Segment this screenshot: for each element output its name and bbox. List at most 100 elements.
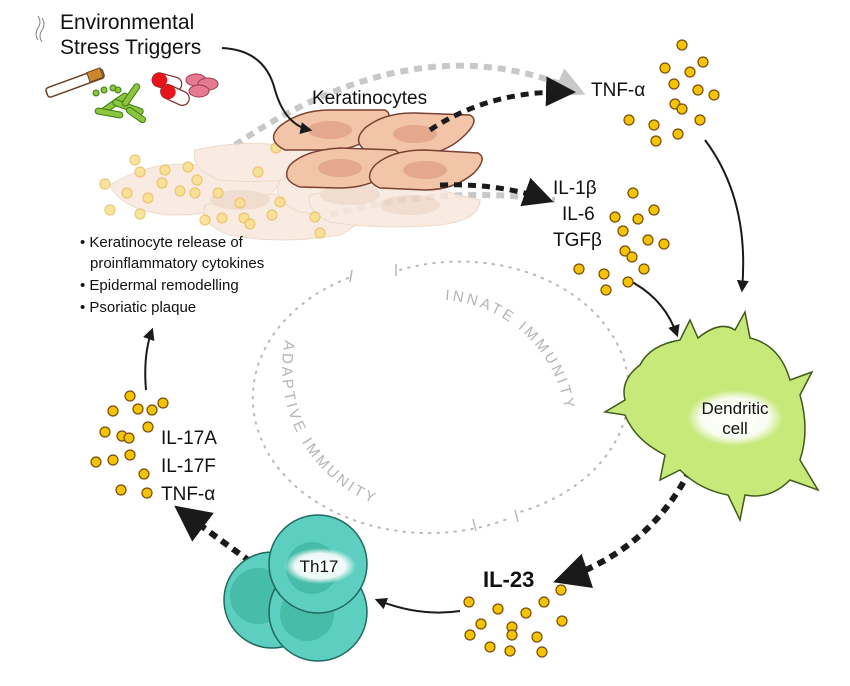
il-17f-label: IL-17F (161, 456, 216, 477)
cytokine-dot (659, 62, 671, 74)
il1b-il6-tgfb-cluster (573, 187, 670, 296)
cytokine-dot (573, 263, 585, 275)
keratinocytes-label: Keratinocytes (312, 88, 427, 109)
cytokine-dot (142, 192, 154, 204)
cytokine-dot (506, 629, 518, 641)
cytokine-dot (642, 234, 654, 246)
cytokine-dot (622, 276, 634, 288)
cytokine-dot (708, 89, 720, 101)
immunity-circle: INNATE IMMUNITY ADAPTIVE IMMUNITY (251, 260, 630, 535)
cytokine-dot (619, 245, 631, 257)
il-23-label: IL-23 (483, 567, 534, 592)
capsule-pills-icon (151, 72, 190, 106)
tablet-pills-icon (185, 73, 219, 98)
cytokine-dot (266, 209, 278, 221)
cytokine-dot (627, 187, 639, 199)
cytokine-dot (115, 484, 127, 496)
cytokine-dot (124, 390, 136, 402)
cytokine-dot (134, 166, 146, 178)
bullet-item: • Psoriatic plaque (80, 299, 196, 316)
cytokine-dot (121, 187, 133, 199)
cytokine-dot (464, 629, 476, 641)
cytokine-dot (274, 196, 286, 208)
cytokine-dot (648, 119, 660, 131)
cytokine-dot (658, 238, 670, 250)
cytokine-dot (244, 218, 256, 230)
cytokine-dot (492, 603, 504, 615)
keratinocyte-effects-list: • Keratinocyte release of proinflammator… (80, 234, 264, 316)
cytokine-dot (129, 154, 141, 166)
innate-immunity-label: INNATE IMMUNITY (445, 287, 578, 412)
cytokine-dot (174, 185, 186, 197)
environmental-triggers-label: Environmental (60, 11, 194, 34)
cytokine-dot (504, 645, 516, 657)
dendritic-cell-label-2: cell (722, 419, 748, 438)
cytokine-dot (598, 268, 610, 280)
cytokine-clusters (90, 39, 720, 658)
dendritic-cell-label: Dendritic (701, 399, 769, 418)
cytokine-dot (252, 166, 264, 178)
th17-cells: Th17 (223, 514, 368, 662)
th17-label: Th17 (300, 557, 339, 576)
keratinocyte-cells (272, 109, 483, 191)
il-17a-label: IL-17A (161, 428, 217, 449)
cytokine-dot (676, 39, 688, 51)
cytokine-dot (600, 284, 612, 296)
cytokine-dot (638, 263, 650, 275)
cytokine-dot (475, 618, 487, 630)
cytokine-dot (104, 204, 116, 216)
il-6-label: IL-6 (562, 204, 595, 225)
tnf-alpha-label: TNF-α (591, 80, 645, 101)
cytokine-dot (668, 78, 680, 90)
cytokine-dot (132, 403, 144, 415)
trigger-icons (35, 15, 219, 124)
adaptive-immunity-label: ADAPTIVE IMMUNITY (278, 339, 381, 508)
cytokine-dot (609, 211, 621, 223)
cytokine-dot (309, 211, 321, 223)
cytokine-dot (134, 208, 146, 220)
environmental-triggers-label-2: Stress Triggers (60, 36, 201, 59)
cytokine-dot (141, 487, 153, 499)
cytokine-dot (107, 454, 119, 466)
cytokine-dot (626, 251, 638, 263)
cytokine-dot (191, 174, 203, 186)
cytokine-dot (216, 212, 228, 224)
cytokine-dot (99, 426, 111, 438)
keratinocyte-cell (368, 149, 483, 191)
cytokine-dot (697, 56, 709, 68)
cytokine-dot (694, 114, 706, 126)
cytokine-dot (142, 421, 154, 433)
tgf-beta-label: TGFβ (553, 230, 602, 251)
cytokine-dot (138, 468, 150, 480)
cytokine-dot (684, 66, 696, 78)
il-1b-label: IL-1β (553, 178, 597, 199)
cytokine-dot (182, 161, 194, 173)
cytokine-dot (234, 197, 246, 209)
cytokine-dot (123, 432, 135, 444)
cytokine-dot (156, 177, 168, 189)
cytokine-dot (672, 128, 684, 140)
faded-cytokine-dots (99, 142, 326, 239)
cytokine-dot (159, 164, 171, 176)
cigarette-icon (35, 15, 105, 98)
cytokine-dot (189, 187, 201, 199)
il-17-cluster (90, 390, 169, 499)
cytokine-dot (146, 404, 158, 416)
cytokine-dot (107, 405, 119, 417)
released-cytokine-cluster (99, 142, 326, 239)
cytokine-dot (650, 135, 662, 147)
cytokine-dot (632, 213, 644, 225)
cytokine-dot (556, 615, 568, 627)
cytokine-dot (692, 84, 704, 96)
circle-tick (349, 269, 353, 283)
cytokine-dot (99, 178, 111, 190)
dendritic-cell: Dendritic cell (602, 309, 820, 523)
tnf-alpha-cluster (623, 39, 720, 147)
circle-tick (514, 509, 519, 523)
cytokine-dot (676, 103, 688, 115)
black-dashed-arrows (174, 76, 693, 588)
cytokine-dot (520, 607, 532, 619)
cytokine-dot (555, 584, 567, 596)
cytokine-dot (199, 214, 211, 226)
